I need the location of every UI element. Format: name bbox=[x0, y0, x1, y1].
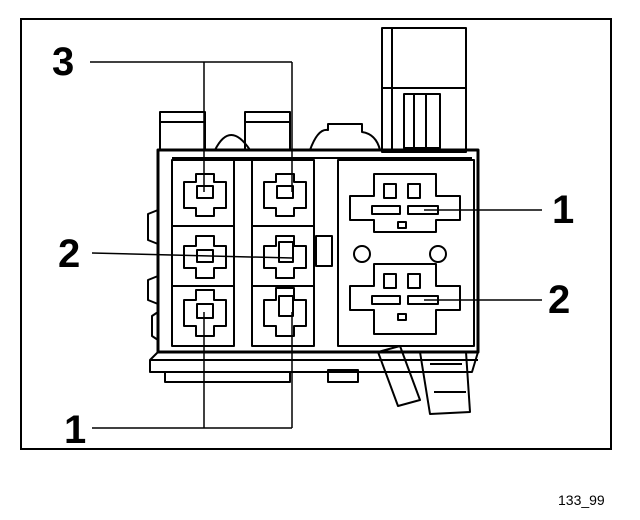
figure-reference-code: 133_99 bbox=[558, 492, 605, 508]
callout-label-1-right: 1 bbox=[552, 188, 575, 232]
callout-label-3: 3 bbox=[52, 40, 75, 84]
bottom-right-connector bbox=[377, 345, 471, 415]
left-relay-bay bbox=[171, 159, 333, 347]
leader-lines bbox=[90, 61, 542, 429]
top-connector-tab bbox=[381, 27, 467, 153]
main-housing bbox=[147, 148, 480, 383]
callout-label-1-left: 1 bbox=[64, 408, 87, 452]
top-cover-details bbox=[159, 111, 381, 151]
large-relay-sockets bbox=[337, 159, 475, 347]
diagram-frame bbox=[20, 18, 612, 450]
callout-label-2-left: 2 bbox=[58, 232, 81, 276]
small-relay-sockets bbox=[183, 173, 307, 337]
callout-label-2-right: 2 bbox=[548, 278, 571, 322]
